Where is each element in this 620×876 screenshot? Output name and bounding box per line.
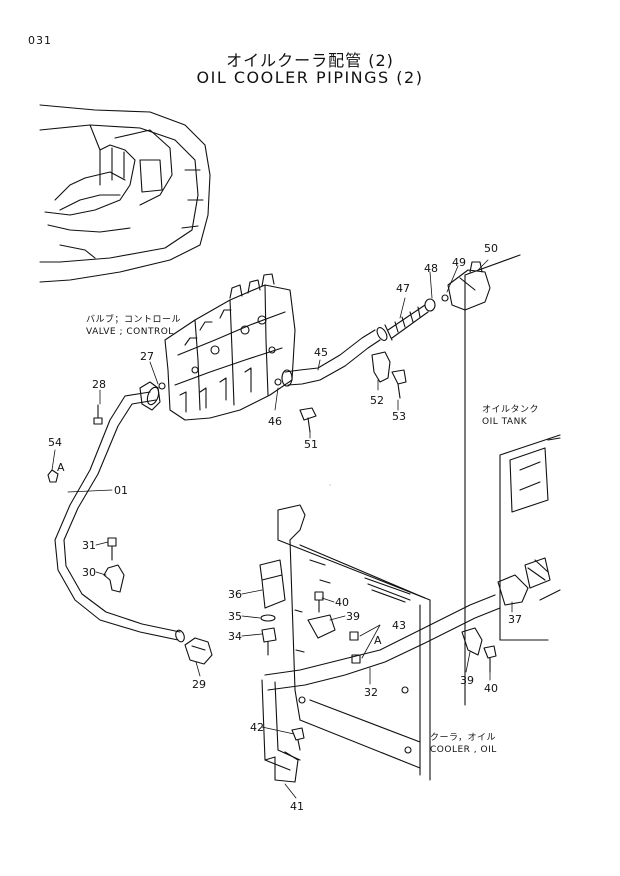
part-label-37: 37 (508, 613, 522, 626)
part-label-29: 29 (192, 678, 206, 691)
clamp-29 (184, 637, 213, 665)
part-label-32: 32 (364, 686, 378, 699)
machine-cover-outline (39, 104, 211, 283)
bolt-43 (349, 631, 361, 664)
part-label-43: 43 (392, 619, 406, 632)
clamp-30 (103, 564, 125, 593)
part-label-47: 47 (396, 282, 410, 295)
part-label-40-right: 40 (484, 682, 498, 695)
ref-mark-a-left: A (57, 461, 65, 474)
fitting-36 (259, 559, 286, 609)
hose-01 (54, 386, 185, 643)
bolt-40-mid (314, 591, 324, 613)
valve-50 (447, 261, 491, 311)
caption-cooler-jp: クーラ，オイル (430, 732, 496, 743)
part-label-54: 54 (48, 436, 62, 449)
bolt-54 (47, 469, 59, 483)
bracket-52 (371, 351, 391, 383)
pipe-45 (281, 327, 388, 387)
part-label-52: 52 (370, 394, 384, 407)
o-ring-49 (441, 294, 449, 302)
part-label-46: 46 (268, 415, 282, 428)
bolt-28 (93, 404, 103, 425)
control-valve-block (164, 273, 296, 421)
pipe-32 (264, 594, 501, 691)
part-label-48: 48 (424, 262, 438, 275)
pipe-vertical (261, 679, 301, 771)
title-english: OIL COOLER PIPINGS (2) (196, 68, 424, 87)
part-label-39-right: 39 (460, 674, 474, 687)
oil-tank-outline (464, 254, 561, 706)
hose-fitting-27 (139, 381, 161, 411)
part-label-36: 36 (228, 588, 242, 601)
o-ring-35 (260, 614, 276, 622)
caption-tank-en: OIL TANK (482, 417, 528, 427)
bracket-41 (264, 751, 299, 783)
bracket-39-right (461, 627, 483, 656)
caption-valve-en: VALVE ; CONTROL (86, 327, 174, 337)
fitting-34 (261, 627, 277, 656)
part-label-40-mid: 40 (335, 596, 349, 609)
part-label-28: 28 (92, 378, 106, 391)
oil-cooler-body (277, 504, 431, 781)
part-label-51: 51 (304, 438, 318, 451)
ref-mark-a-right: A (374, 634, 382, 647)
o-ring-46 (274, 378, 282, 386)
part-label-45: 45 (314, 346, 328, 359)
part-label-27: 27 (140, 350, 154, 363)
caption-valve-jp: バルブ；コントロール (86, 313, 181, 325)
bolt-51 (299, 407, 317, 433)
part-label-34: 34 (228, 630, 242, 643)
part-label-35: 35 (228, 610, 242, 623)
part-label-53: 53 (392, 410, 406, 423)
title-japanese: オイルクーラ配管 (2) (226, 51, 394, 70)
hose-47 (384, 304, 429, 341)
part-label-42: 42 (250, 721, 264, 734)
caption-cooler-en: COOLER , OIL (430, 745, 497, 755)
bolt-40-right (483, 645, 497, 673)
fitting-48 (424, 298, 436, 312)
part-label-30: 30 (82, 566, 96, 579)
caption-tank-jp: オイルタンク (482, 404, 539, 415)
part-label-49: 49 (452, 256, 466, 269)
part-label-39-mid: 39 (346, 610, 360, 623)
page-number: 031 (28, 34, 52, 47)
bolt-42 (291, 727, 305, 751)
part-label-01: 01 (114, 484, 128, 497)
bracket-39-mid (307, 614, 336, 639)
bolt-31 (107, 537, 117, 561)
bolt-53 (391, 369, 407, 399)
leader-lines (51, 259, 513, 799)
part-label-31: 31 (82, 539, 96, 552)
clamp-37 (497, 559, 549, 606)
part-label-41: 41 (290, 800, 304, 813)
o-ring-27 (158, 382, 166, 390)
part-label-50: 50 (484, 242, 498, 255)
